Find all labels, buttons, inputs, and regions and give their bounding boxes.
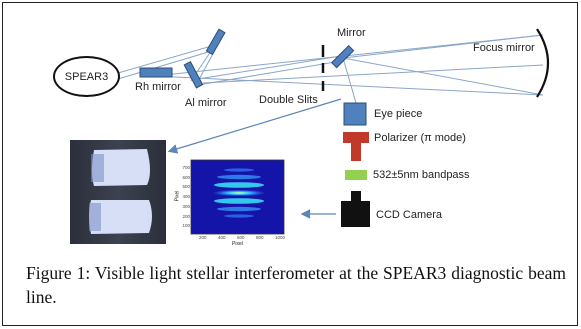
rh-mirror <box>139 67 173 78</box>
slit-image-arrow <box>167 98 342 154</box>
y-tick: 500 <box>182 184 190 190</box>
eye-piece <box>343 102 367 126</box>
al-mirror-label: Al mirror <box>185 97 227 109</box>
focus-mirror <box>536 28 549 98</box>
ccd-camera <box>341 191 370 227</box>
rh-mirror-label: Rh mirror <box>135 81 181 93</box>
x-tick: 400 <box>217 235 226 240</box>
spear3-label: SPEAR3 <box>64 70 109 83</box>
fringe-y-axis-label: Pixel <box>174 190 181 202</box>
focus-mirror-label: Focus mirror <box>473 42 535 54</box>
slit-image-photo <box>70 140 166 244</box>
x-tick: 800 <box>255 235 264 240</box>
al-mirror <box>183 60 204 89</box>
y-tick: 700 <box>182 165 190 170</box>
fringe-x-axis-label: Pixel <box>232 241 243 247</box>
x-tick: 200 <box>199 235 207 240</box>
interferometer-diagram <box>70 28 549 244</box>
y-tick: 600 <box>182 174 190 180</box>
y-tick: 300 <box>182 203 190 209</box>
bandpass-label: 532±5nm bandpass <box>373 169 470 181</box>
beam-paths <box>117 34 544 104</box>
x-tick: 1000 <box>274 235 285 240</box>
y-tick: 100 <box>182 223 190 229</box>
interference-fringe-plot <box>190 159 285 235</box>
figure-caption: Figure 1: Visible light stellar interfer… <box>26 263 566 307</box>
spear3-source: SPEAR3 <box>53 56 120 97</box>
x-tick: 600 <box>236 235 245 240</box>
ccd-camera-label: CCD Camera <box>376 209 443 221</box>
fringe-x-ticks: 200 400 600 800 1000 <box>199 235 285 240</box>
upper-mirror <box>205 28 226 56</box>
double-slits-label: Double Slits <box>259 94 318 106</box>
turning-mirror <box>330 44 355 69</box>
mirror-label: Mirror <box>337 27 366 39</box>
eye-piece-label: Eye piece <box>374 108 423 120</box>
y-tick: 200 <box>182 213 190 219</box>
polarizer <box>343 132 369 161</box>
bandpass-filter <box>345 170 367 180</box>
figure-frame: SPEAR3 Rh mirror Al mirror Mirror Focus … <box>2 2 578 326</box>
fringe-y-ticks: 700 600 500 400 300 200 100 <box>181 163 190 231</box>
y-tick: 400 <box>182 194 190 200</box>
polarizer-label: Polarizer (π mode) <box>374 132 466 144</box>
